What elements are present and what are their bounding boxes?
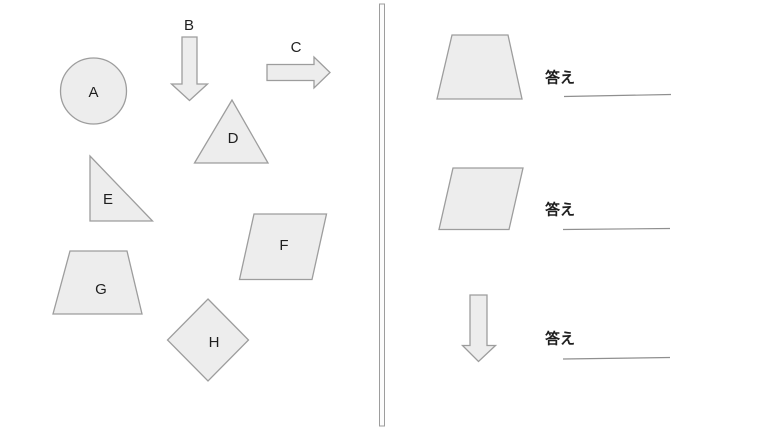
right-answer-panel: 答え 答え 答え (436, 34, 672, 363)
shape-b-arrow-down (169, 36, 210, 102)
answer-item-trapezoid: 答え (436, 34, 672, 100)
question-shape-parallelogram (438, 167, 524, 231)
left-shape-panel: A B C D E F G H (52, 17, 331, 382)
shape-g-trapezoid (52, 250, 143, 315)
answer-item-arrow-down: 答え (460, 294, 671, 363)
shape-label-d: D (228, 130, 239, 147)
shape-label-c: C (291, 39, 302, 56)
shape-label-g: G (95, 281, 107, 298)
answer-label: 答え (545, 201, 575, 219)
shape-label-b: B (184, 17, 194, 34)
shape-e-right-triangle (89, 154, 155, 222)
answer-label: 答え (545, 69, 575, 87)
answer-item-parallelogram: 答え (438, 167, 671, 231)
shape-d-triangle (193, 98, 270, 164)
answer-blank-line[interactable] (563, 93, 672, 98)
shape-c-arrow-right (266, 55, 331, 90)
shape-label-f: F (279, 237, 288, 254)
answer-blank-line[interactable] (562, 227, 671, 231)
shape-label-a: A (88, 84, 98, 101)
shape-label-h: H (209, 334, 220, 351)
shape-a-circle (59, 57, 128, 125)
answer-blank-line[interactable] (562, 356, 671, 360)
panel-divider (379, 3, 385, 427)
question-shape-arrow-down (460, 294, 498, 363)
answer-label: 答え (545, 330, 575, 348)
shape-label-e: E (103, 191, 113, 208)
question-shape-trapezoid (436, 34, 523, 100)
shape-h-diamond (166, 298, 250, 382)
shape-f-parallelogram (238, 213, 328, 281)
